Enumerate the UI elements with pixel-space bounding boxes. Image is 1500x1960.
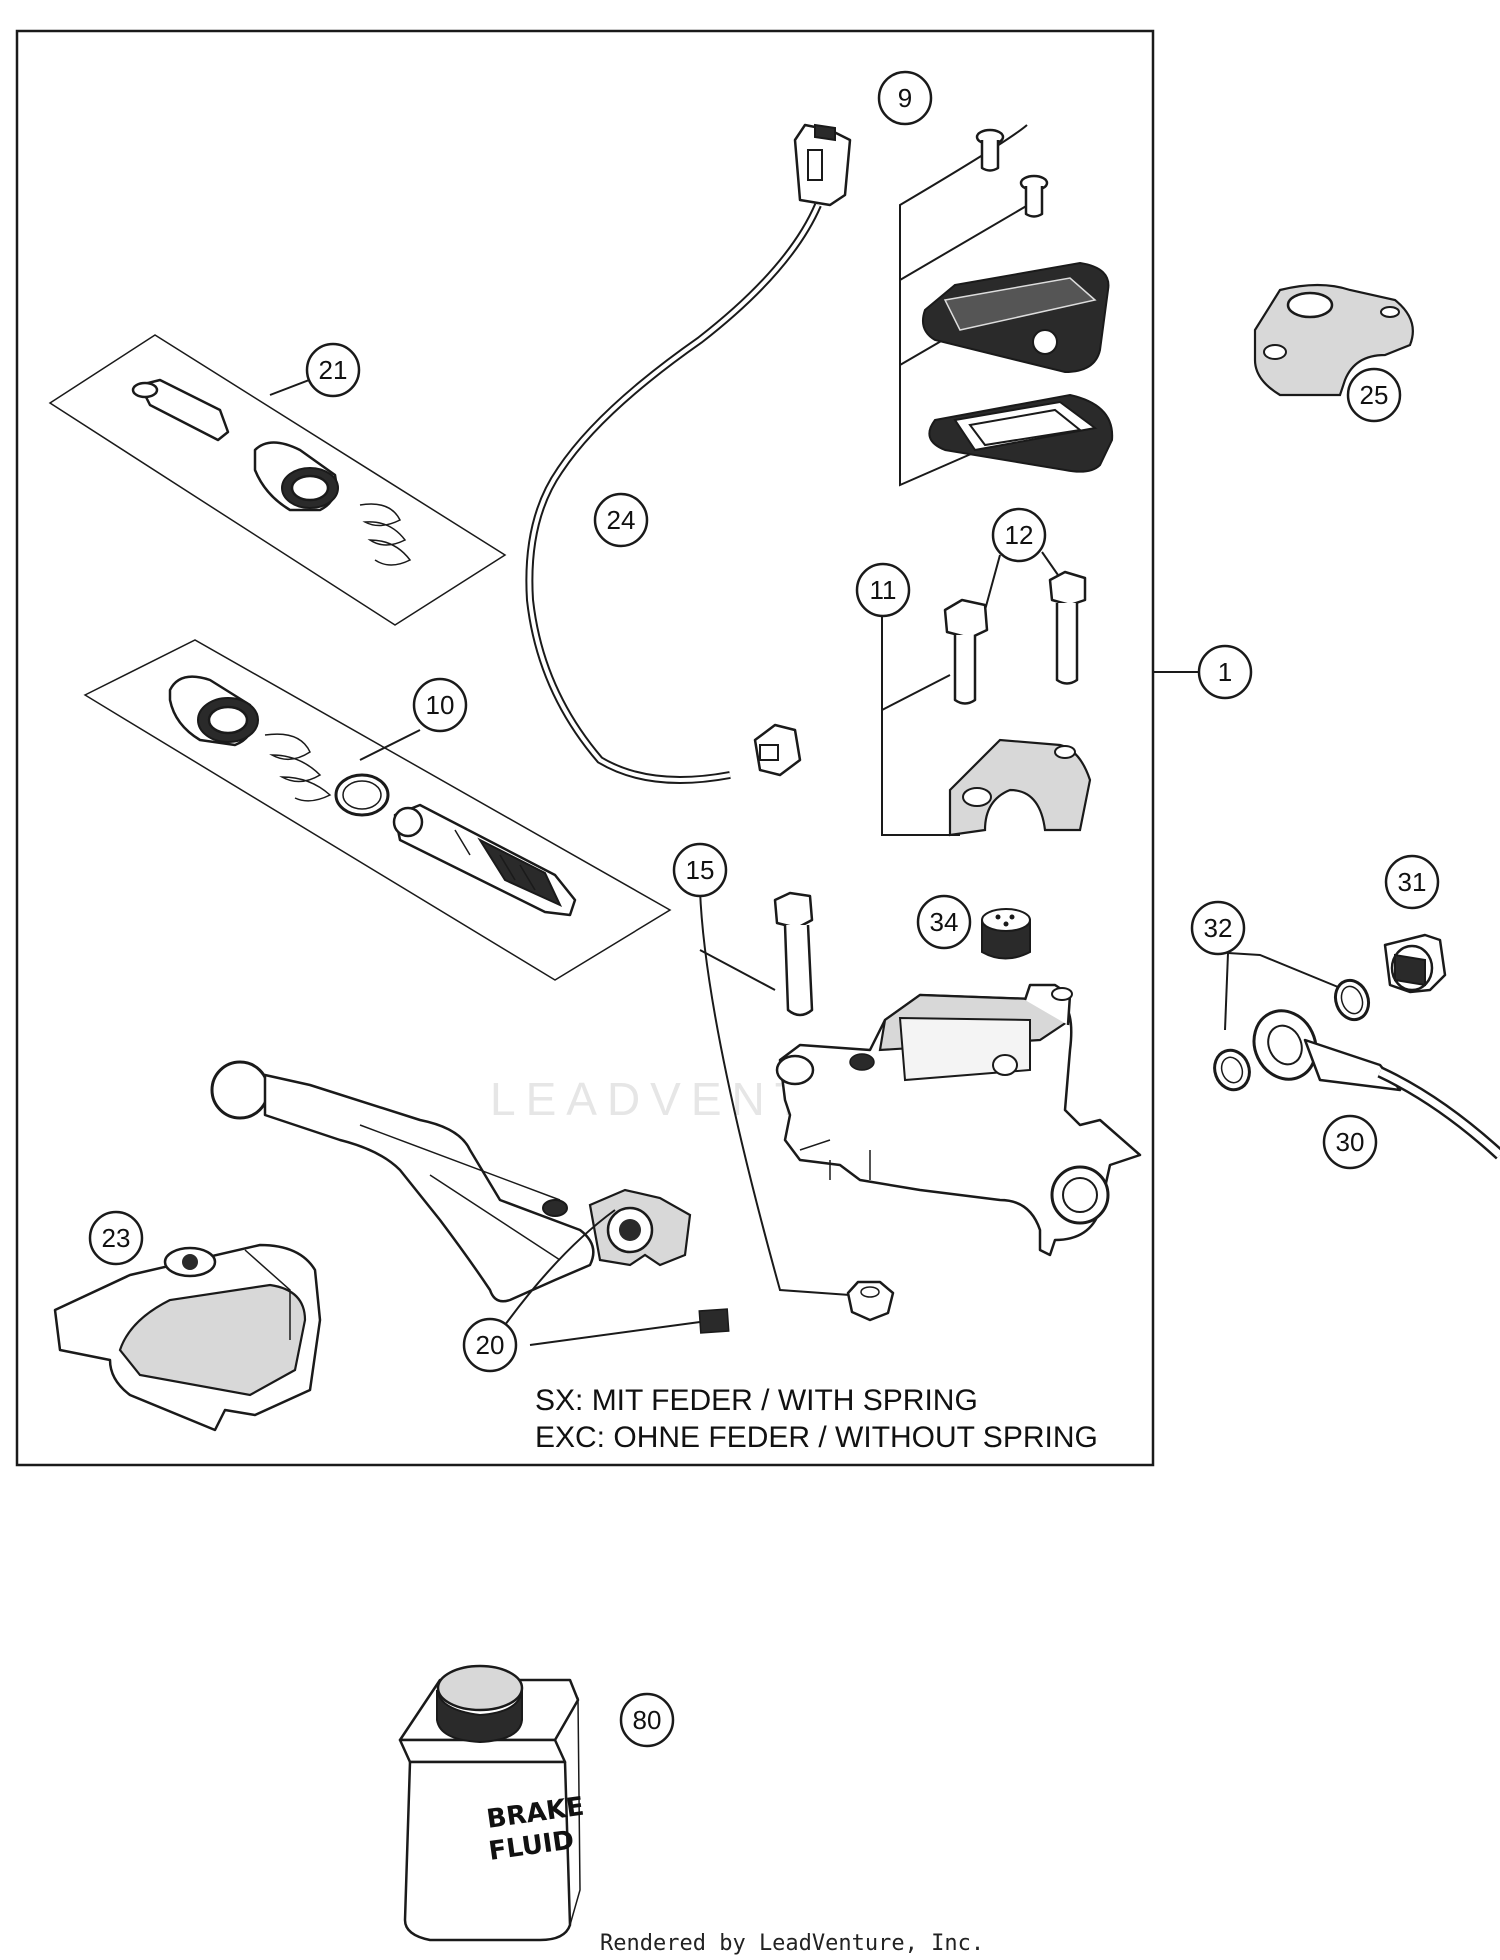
- svg-text:10: 10: [426, 690, 455, 720]
- svg-text:24: 24: [607, 505, 636, 535]
- callout-21: 21: [305, 342, 361, 398]
- cable-connector: [753, 723, 802, 777]
- callout-20: 20: [462, 1317, 518, 1373]
- callout-15: 15: [672, 842, 728, 898]
- svg-text:80: 80: [633, 1705, 662, 1735]
- part-15-pivot: [699, 889, 895, 1322]
- svg-text:31: 31: [1398, 867, 1427, 897]
- banjo-bolt: [1383, 933, 1447, 994]
- brake-hose-assembly: [1213, 933, 1500, 1160]
- svg-text:15: 15: [686, 855, 715, 885]
- brake-switch: [793, 123, 852, 207]
- callout-11: 11: [855, 562, 911, 618]
- master-piston: [392, 803, 577, 917]
- callout-30: 30: [1322, 1114, 1378, 1170]
- svg-text:11: 11: [870, 575, 897, 605]
- reservoir-cover: [922, 261, 1110, 374]
- callout-31: 31: [1384, 854, 1440, 910]
- brake-fluid-can: BRAKE FLUID: [398, 1664, 586, 1942]
- group-21-kit: [48, 334, 507, 626]
- piston-pin: [131, 378, 230, 442]
- svg-text:9: 9: [898, 83, 912, 113]
- callout-10: 10: [412, 677, 468, 733]
- callout-9: 9: [877, 70, 933, 126]
- cover-screw: [975, 128, 1005, 172]
- note-line-1: SX: MIT FEDER / WITH SPRING: [535, 1384, 978, 1417]
- svg-text:21: 21: [319, 355, 348, 385]
- part-34-bleeder-cap: [981, 908, 1031, 960]
- part-25-clamp: [1253, 283, 1414, 397]
- boot-seal: [168, 675, 259, 747]
- banjo-hose: [1252, 1009, 1500, 1160]
- master-cylinder-body: [775, 983, 1142, 1257]
- callout-24: 24: [593, 492, 649, 548]
- group-9-reservoir-cover: [899, 124, 1114, 487]
- group-11-clamp: [881, 551, 1092, 837]
- render-credit: Rendered by LeadVenture, Inc.: [600, 1931, 984, 1956]
- svg-text:30: 30: [1336, 1127, 1365, 1157]
- svg-text:23: 23: [102, 1223, 131, 1253]
- main-frame: [15, 29, 1155, 1467]
- svg-text:32: 32: [1204, 913, 1233, 943]
- cover-screw: [1019, 174, 1049, 218]
- clamp-bolt: [1048, 570, 1087, 685]
- pivot-nut: [846, 1280, 895, 1322]
- note-line-2: EXC: OHNE FEDER / WITHOUT SPRING: [535, 1421, 1098, 1454]
- sealing-washer: [1213, 1048, 1251, 1092]
- callout-12: 12: [991, 507, 1047, 563]
- callout-23: 23: [88, 1210, 144, 1266]
- svg-text:25: 25: [1360, 380, 1389, 410]
- svg-text:20: 20: [476, 1330, 505, 1360]
- svg-text:12: 12: [1005, 520, 1034, 550]
- callout-1: 1: [1197, 644, 1253, 700]
- svg-text:34: 34: [930, 907, 959, 937]
- brake-switch-cable: [525, 123, 852, 784]
- circlip: [334, 773, 390, 817]
- callout-25: 25: [1346, 367, 1402, 423]
- group-10-kit: [83, 639, 672, 981]
- spring-insert: [698, 1308, 730, 1334]
- pivot-bolt: [773, 891, 814, 1017]
- callout-34: 34: [916, 894, 972, 950]
- boot-seal: [253, 441, 339, 512]
- callout-32: 32: [1190, 900, 1246, 956]
- sealing-washer: [1333, 978, 1371, 1022]
- handlebar-clamp: [948, 738, 1092, 837]
- svg-text:1: 1: [1218, 657, 1232, 687]
- spring-coil: [359, 503, 412, 566]
- brake-lever: [210, 1060, 730, 1346]
- reservoir-diaphragm: [928, 393, 1114, 473]
- clamp-bolt: [943, 598, 989, 705]
- spring-coil: [264, 733, 332, 802]
- hand-guard: [53, 1243, 322, 1432]
- callout-80: 80: [619, 1692, 675, 1748]
